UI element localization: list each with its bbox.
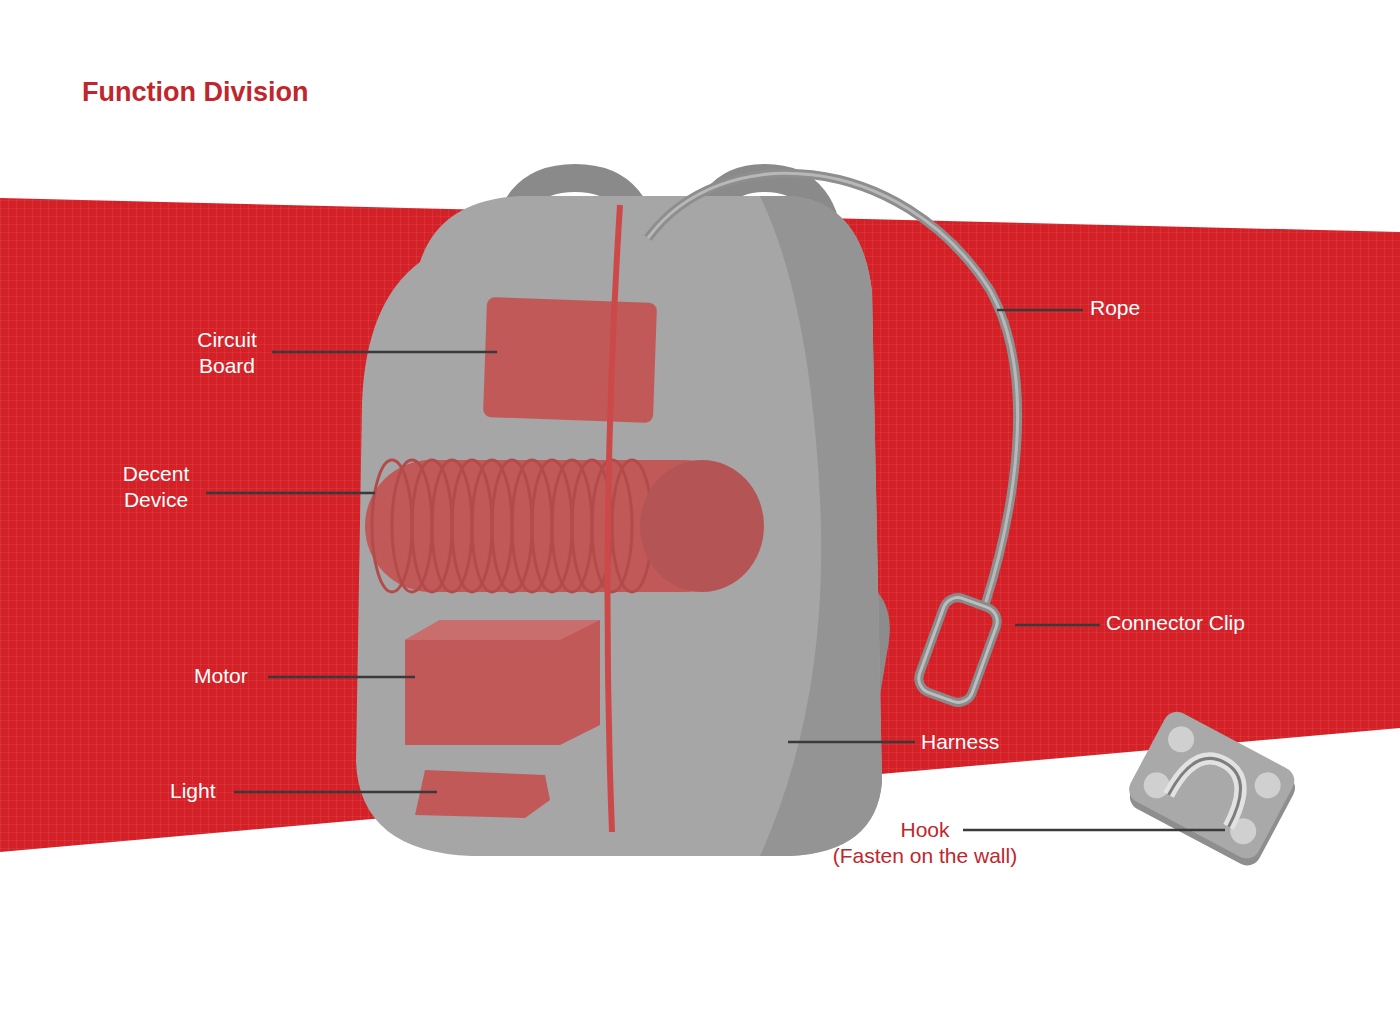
backpack (356, 178, 882, 856)
wall-hook (1121, 707, 1302, 871)
part-label: (Fasten on the wall) (805, 843, 1045, 869)
diagram-title: Function Division (82, 76, 309, 108)
part-label: Decent Device (104, 461, 208, 513)
part-label: Motor (194, 663, 248, 689)
part-label: Rope (1090, 295, 1140, 321)
leader-lines (206, 310, 1225, 830)
part-label: Hook (875, 817, 975, 843)
part-label: Light (170, 778, 216, 804)
part-label: Circuit Board (177, 327, 277, 379)
internal-parts (365, 205, 764, 832)
rope-and-clip (648, 173, 1018, 706)
part-label: Harness (921, 729, 999, 755)
part-label: Connector Clip (1106, 610, 1245, 636)
